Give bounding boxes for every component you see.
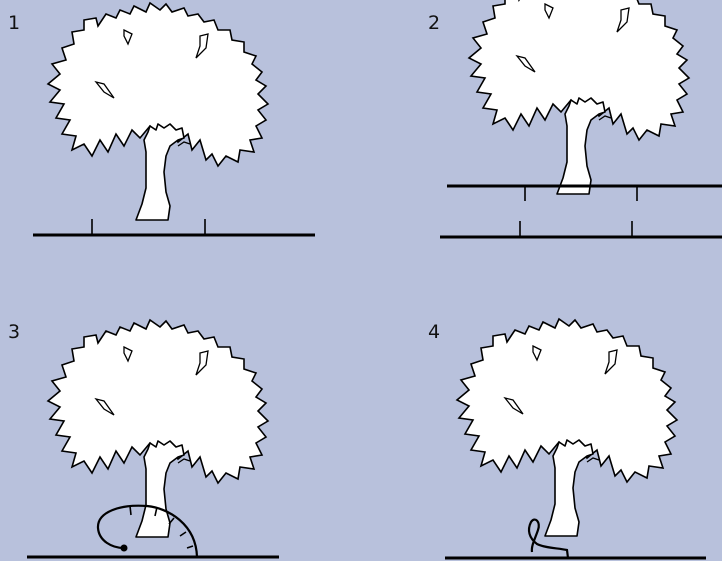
panel-1-drawing: [33, 2, 315, 237]
arc-tick: [154, 506, 158, 517]
arc-end-dot: [120, 544, 128, 552]
panel-4: 4: [361, 280, 722, 560]
tree-graphic: [47, 319, 269, 538]
panel-3: 3: [0, 280, 361, 560]
panel-2-drawing: [440, 0, 722, 239]
tree: [47, 2, 269, 221]
arc-tick: [168, 517, 175, 525]
panel-label: 4: [428, 321, 441, 343]
loop-curve: [527, 518, 570, 559]
panel-3-drawing: [27, 319, 279, 559]
tree: [456, 318, 678, 537]
tree-graphic: [468, 0, 690, 195]
arc-tick: [179, 531, 187, 537]
tree: [47, 319, 269, 538]
panel-2: 2: [361, 0, 722, 280]
panel-1: 1: [0, 0, 361, 280]
arc-tick: [129, 505, 132, 516]
panel-4-drawing: [445, 318, 706, 560]
tree-graphic: [47, 2, 269, 221]
panel-label: 1: [8, 12, 21, 34]
arc-tick: [186, 545, 194, 549]
tree-graphic: [456, 318, 678, 537]
arc-curve: [96, 504, 199, 558]
tree: [468, 0, 690, 195]
panel-label: 3: [8, 321, 21, 343]
panel-label: 2: [428, 12, 441, 34]
